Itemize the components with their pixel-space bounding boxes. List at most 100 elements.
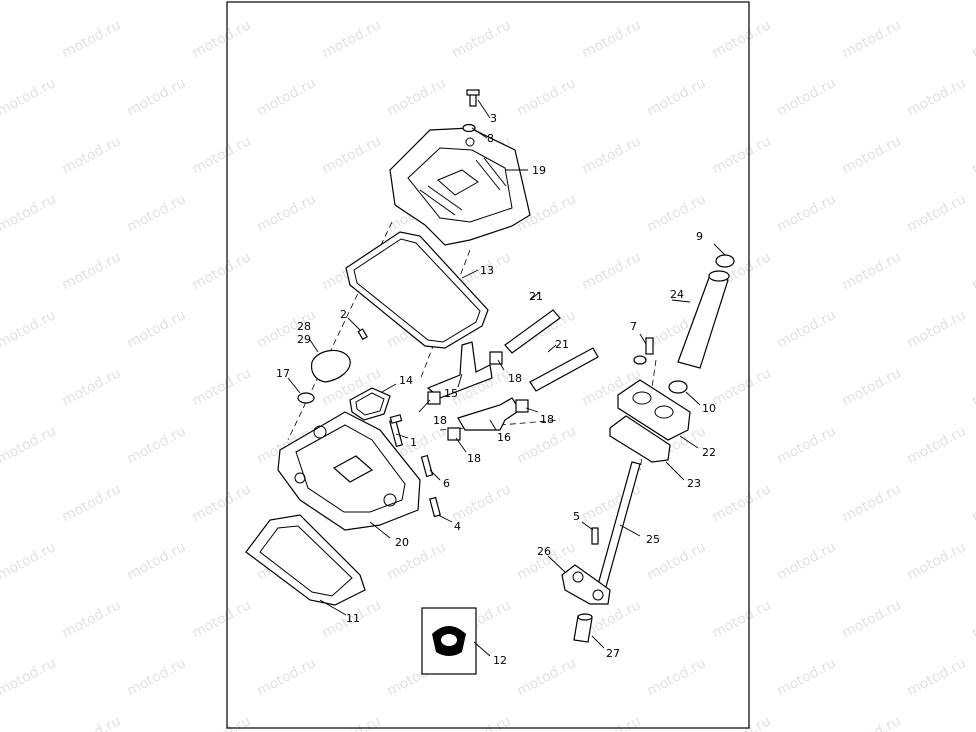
watermark-text: motod.ru	[904, 655, 968, 699]
watermark-text: motod.ru	[969, 365, 976, 409]
watermark-text: motod.ru	[59, 17, 123, 61]
breather-28-29	[310, 349, 351, 383]
callout-3: 3	[490, 112, 497, 125]
watermark-text: motod.ru	[579, 17, 643, 61]
callout-21b: 21	[555, 338, 569, 351]
callout-2: 2	[340, 308, 347, 321]
rocker-shaft-21a	[504, 309, 561, 354]
callout-8: 8	[487, 132, 494, 145]
watermark-text: motod.ru	[709, 713, 773, 732]
watermark-text: motod.ru	[839, 597, 903, 641]
clamp-gasket-23	[609, 415, 671, 463]
rocker-cover	[389, 127, 531, 246]
watermark-text: motod.ru	[709, 365, 773, 409]
watermark-text: motod.ru	[904, 423, 968, 467]
watermark-text: motod.ru	[189, 365, 253, 409]
callout-17: 17	[276, 367, 290, 380]
callout-18-right: 18	[540, 413, 554, 426]
watermark-text: motod.ru	[644, 655, 708, 699]
callout-1: 1	[410, 436, 417, 449]
watermark-text: motod.ru	[709, 481, 773, 525]
watermark-text: motod.ru	[969, 249, 976, 293]
callout-7: 7	[630, 320, 637, 333]
watermark-text: motod.ru	[0, 75, 59, 119]
diagram-frame	[226, 1, 750, 729]
o-ring-10	[668, 380, 688, 394]
watermark-text: motod.ru	[839, 133, 903, 177]
callout-29: 29	[297, 333, 311, 346]
bushing-18d	[447, 427, 461, 441]
bushing-18b	[427, 391, 441, 405]
watermark-text: motod.ru	[774, 539, 838, 583]
watermark-text: motod.ru	[904, 539, 968, 583]
rocker-housing	[277, 411, 421, 531]
watermark-text: motod.ru	[124, 307, 188, 351]
callout-27: 27	[606, 647, 620, 660]
watermark-text: motod.ru	[774, 423, 838, 467]
watermark-text: motod.ru	[774, 191, 838, 235]
watermark-text: motod.ru	[254, 655, 318, 699]
watermark-text: motod.ru	[59, 365, 123, 409]
watermark-text: motod.ru	[319, 17, 383, 61]
watermark-text: motod.ru	[449, 713, 513, 732]
watermark-text: motod.ru	[254, 191, 318, 235]
watermark-text: motod.ru	[189, 481, 253, 525]
bolt-1	[389, 414, 403, 448]
watermark-text: motod.ru	[969, 481, 976, 525]
callout-4: 4	[454, 520, 461, 533]
watermark-text: motod.ru	[579, 713, 643, 732]
callout-26: 26	[537, 545, 551, 558]
watermark-text: motod.ru	[124, 539, 188, 583]
watermark-text: motod.ru	[59, 249, 123, 293]
watermark-text: motod.ru	[514, 75, 578, 119]
watermark-text: motod.ru	[384, 75, 448, 119]
watermark-text: motod.ru	[0, 307, 59, 351]
watermark-text: motod.ru	[709, 597, 773, 641]
watermark-text: motod.ru	[59, 597, 123, 641]
umbrella-valve-17	[297, 392, 315, 404]
callout-15: 15	[444, 387, 458, 400]
tube-clamp-22	[617, 379, 691, 441]
rocker-arm-16	[457, 397, 521, 431]
rocker-arm-15	[426, 341, 493, 399]
watermark-text: motod.ru	[189, 249, 253, 293]
o-ring-9	[715, 254, 735, 268]
callout-18-low: 18	[467, 452, 481, 465]
callout-20: 20	[395, 536, 409, 549]
callout-9: 9	[696, 230, 703, 243]
watermark-text: motod.ru	[189, 17, 253, 61]
callout-14: 14	[399, 374, 413, 387]
watermark-text: motod.ru	[969, 597, 976, 641]
watermark-text: motod.ru	[449, 17, 513, 61]
bolt-7	[645, 337, 654, 355]
callout-21a: 21	[529, 290, 543, 303]
callout-19: 19	[532, 164, 546, 177]
watermark-text: motod.ru	[839, 365, 903, 409]
watermark-text: motod.ru	[969, 713, 976, 732]
callout-5: 5	[573, 510, 580, 523]
bushing-18c	[515, 399, 529, 413]
watermark-text: motod.ru	[904, 0, 968, 4]
watermark-text: motod.ru	[839, 713, 903, 732]
watermark-text: motod.ru	[124, 0, 188, 4]
callout-22: 22	[702, 446, 716, 459]
watermark-text: motod.ru	[59, 713, 123, 732]
callout-24: 24	[670, 288, 684, 301]
watermark-text: motod.ru	[774, 75, 838, 119]
watermark-text: motod.ru	[904, 307, 968, 351]
watermark-text: motod.ru	[254, 75, 318, 119]
watermark-text: motod.ru	[904, 75, 968, 119]
watermark-text: motod.ru	[644, 75, 708, 119]
watermark-text: motod.ru	[709, 133, 773, 177]
watermark-text: motod.ru	[644, 191, 708, 235]
pushrod-25	[595, 461, 641, 595]
callout-23: 23	[687, 477, 701, 490]
callout-13: 13	[480, 264, 494, 277]
watermark-text: motod.ru	[0, 0, 59, 4]
cover-gasket	[345, 231, 489, 349]
watermark-text: motod.ru	[774, 655, 838, 699]
rocker-shaft-21b	[529, 347, 599, 392]
watermark-text: motod.ru	[774, 0, 838, 4]
watermark-text: motod.ru	[124, 423, 188, 467]
